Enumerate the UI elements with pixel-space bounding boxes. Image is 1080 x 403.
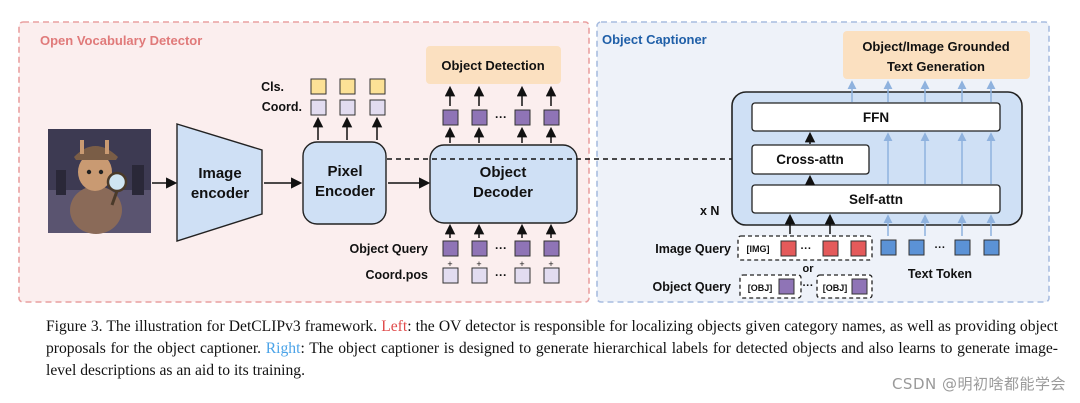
svg-text:+: + [447, 259, 452, 269]
image-encoder-label-1: Image [198, 165, 241, 182]
pixel-encoder-block [302, 141, 387, 225]
object-query-label: Object Query [350, 242, 429, 256]
ffn-block [751, 102, 1001, 132]
ffn-output-arrows [847, 80, 996, 102]
left-panel-title: Open Vocabulary Detector [40, 33, 202, 48]
caption-left-link: Left [381, 318, 408, 335]
self-to-ffn-arrows [883, 132, 996, 184]
framework-figure: Open Vocabulary Detector Object Captione… [18, 21, 1050, 303]
right-panel-title: Object Captioner [602, 32, 707, 47]
coord-pos-ellipsis: ··· [495, 268, 507, 282]
xn-label: x N [700, 204, 719, 218]
self-attn-label: Self-attn [849, 192, 903, 207]
plus-signs: + + + + [447, 259, 553, 269]
input-image [48, 129, 151, 234]
img-token: [IMG] [747, 244, 770, 254]
cls-label: Cls. [261, 80, 284, 94]
pixel-encoder-label-2: Encoder [315, 183, 375, 200]
ffn-label: FFN [863, 110, 889, 125]
caption-part-2: : the OV detector is responsible for loc… [46, 318, 1058, 357]
coord-label: Coord. [262, 100, 302, 114]
object-detection-label: Object Detection [441, 58, 544, 73]
self-attn-block [751, 184, 1001, 214]
caption-part-3: : The object captioner is designed to ge… [46, 340, 1058, 379]
object-decoder-label-2: Decoder [473, 184, 533, 201]
text-token-label: Text Token [908, 267, 972, 281]
object-decoder-block [429, 144, 578, 224]
pixel-encoder-up-arrows [312, 116, 383, 140]
svg-text:+: + [519, 259, 524, 269]
cross-attn-block [751, 144, 870, 175]
image-token-1 [780, 240, 797, 257]
object-query-ellipsis-right: ··· [803, 280, 814, 292]
coord-tokens [310, 99, 386, 116]
coord-pos-tokens [442, 267, 560, 284]
obj-token-2: [OBJ] [823, 283, 848, 293]
text-tokens [880, 239, 1000, 256]
image-query-label: Image Query [655, 242, 731, 256]
text-input-arrows [883, 214, 996, 236]
object-token-1 [778, 278, 795, 295]
obj-token-1: [OBJ] [748, 283, 773, 293]
text-generation-box [843, 31, 1030, 79]
object-query-ellipsis: ··· [495, 241, 507, 255]
svg-text:+: + [476, 259, 481, 269]
pixel-encoder-label-1: Pixel [327, 163, 362, 180]
text-generation-label-1: Object/Image Grounded [862, 39, 1009, 54]
image-encoder-block [176, 123, 263, 242]
or-label: or [803, 263, 815, 275]
svg-text:+: + [548, 259, 553, 269]
decoder-output-ellipsis: ··· [495, 110, 507, 124]
object-token-2 [851, 278, 868, 295]
image-token-2 [822, 240, 839, 257]
csdn-watermark: CSDN @明初啥都能学会 [891, 375, 1066, 393]
decoder-up-arrows [444, 126, 557, 143]
text-token-ellipsis: ··· [935, 242, 946, 254]
cls-tokens [310, 78, 386, 95]
query-input-arrows [784, 213, 836, 234]
object-detection-box [426, 46, 561, 84]
figure-caption: Figure 3. The illustration for DetCLIPv3… [46, 316, 1058, 382]
text-generation-label-2: Text Generation [887, 59, 985, 74]
caption-right-link: Right [265, 340, 301, 357]
object-query-label-right: Object Query [653, 280, 732, 294]
object-decoder-label-1: Object [480, 164, 527, 181]
object-query-tokens [442, 240, 560, 257]
image-token-3 [850, 240, 867, 257]
image-encoder-label-2: encoder [191, 185, 250, 202]
decoder-output-tokens [442, 109, 560, 126]
detection-arrows [444, 85, 557, 106]
image-query-ellipsis: ··· [801, 243, 812, 255]
cross-attn-label: Cross-attn [776, 152, 844, 167]
coord-pos-label: Coord.pos [366, 268, 429, 282]
caption-part-1: Figure 3. The illustration for DetCLIPv3… [46, 318, 382, 335]
query-up-arrows [444, 223, 557, 238]
